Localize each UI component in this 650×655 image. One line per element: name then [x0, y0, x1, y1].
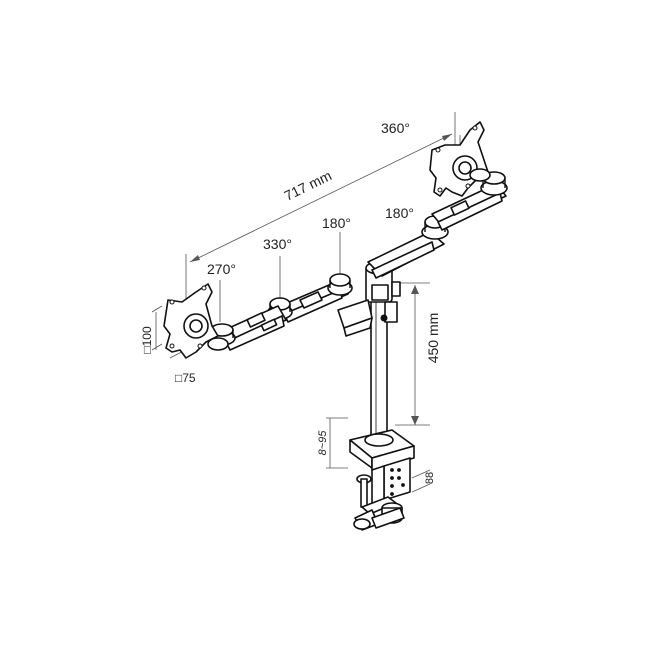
desk-clamp — [349, 429, 415, 531]
right-vesa-plate — [429, 121, 491, 197]
rotation-330-label: 330° — [263, 236, 292, 252]
dimension-clamp — [326, 417, 431, 493]
right-arm — [367, 171, 508, 279]
vesa-75-label: □75 — [175, 371, 196, 385]
dimension-width-717 — [185, 112, 456, 310]
height-label: 450 mm — [425, 313, 441, 364]
vesa-100-label: □100 — [140, 326, 154, 354]
width-label: 717 mm — [282, 167, 334, 204]
rotation-360-label: 360° — [381, 120, 410, 136]
dimension-height-450 — [395, 282, 430, 426]
center-bracket — [337, 299, 373, 337]
left-arm — [208, 273, 353, 351]
clamp-depth-label: 88 — [424, 472, 436, 484]
rotation-180-right-label: 180° — [385, 205, 414, 221]
left-vesa-plate — [163, 283, 229, 359]
rotation-180-center-label: 180° — [322, 215, 351, 231]
rotation-270-label: 270° — [207, 261, 236, 277]
clamp-range-label: 8~95 — [317, 430, 329, 456]
